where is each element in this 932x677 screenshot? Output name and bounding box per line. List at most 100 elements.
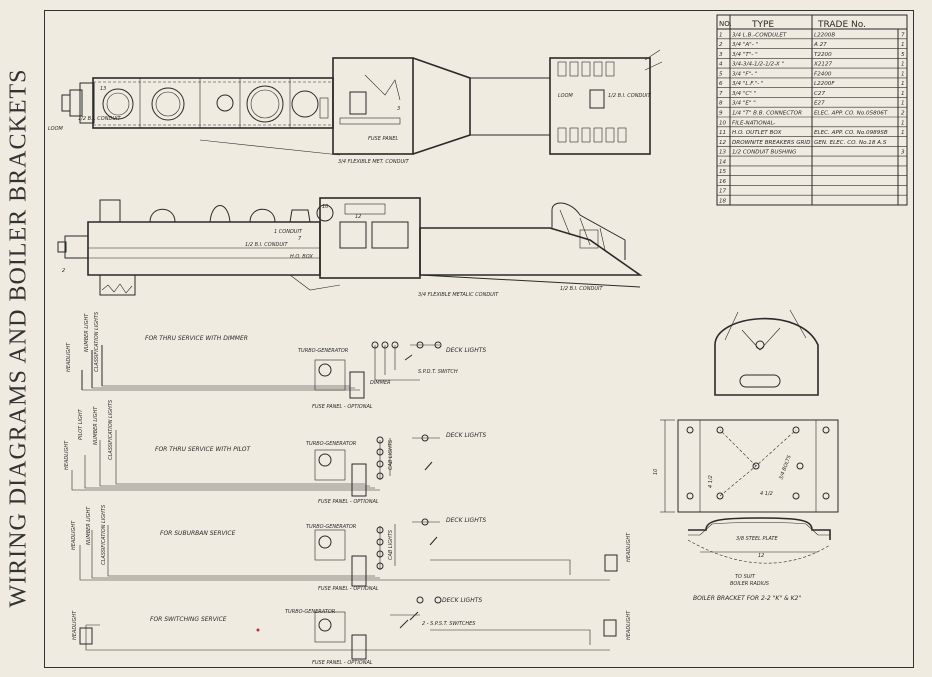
top-loom-label: LOOM [48,126,64,132]
c3-rear: HEADLIGHT [626,532,632,562]
table-cell-qty: 5 [901,52,905,58]
table-cell-qty: 1 [901,120,905,126]
table-cell-trade: C27 [814,91,825,97]
table-cell-type: 3/4-3/4-1/2-1/2-X " [732,62,784,68]
table-cell-trade: A 27 [813,42,827,48]
c2-headlight: HEADLIGHT [64,440,70,470]
table-cell-qty: 1 [901,130,905,136]
circuit-pilot: HEADLIGHT PILOT LIGHT NUMBER LIGHT CLASS… [64,399,486,505]
c3-headlight: HEADLIGHT [71,520,77,550]
bracket-dim-4a: 4 1/2 [708,475,714,488]
table-cell-type: 3/4 "A"- " [732,42,759,48]
boiler-bracket: 10 4 1/2 4 1/2 3/4 BOLTS 3/8 STEEL PLATE… [653,419,839,602]
side-7: 7 [298,236,302,242]
table-cell-no: 16 [719,179,727,185]
locomotive-side-view: 1 CONDUIT 1/2 B.I. CONDUIT H.O. BOX 3/4 … [57,197,643,298]
table-cell-no: 7 [719,91,723,97]
table-cell-type: H.O. OUTLET BOX [732,130,782,136]
c2-fuse: FUSE PANEL - OPTIONAL [318,499,379,505]
c2-turbo: TURBO-GENERATOR [306,441,356,447]
table-cell-qty: 1 [901,91,905,97]
top-3-label: 3 [397,106,400,112]
table-cell-no: 11 [719,130,726,136]
c1-dimmer: DIMMER [370,380,391,386]
table-cell-type: 3/4 "E" " [732,101,756,107]
c3-class: CLASSIFICATION LIGHTS [101,504,107,565]
table-cell-qty: 1 [901,81,905,87]
table-cell-no: 6 [719,81,723,87]
bracket-suit: TO SUIT [735,574,756,580]
table-cell-no: 12 [719,140,727,146]
table-cell-no: 15 [719,169,727,175]
side-10: 10 [322,204,328,210]
c2-class: CLASSIFICATION LIGHTS [108,399,114,460]
boiler-front-view [714,309,819,396]
table-cell-no: 4 [719,62,723,68]
top-conduit-label: 1/2 B.I. CONDUIT [78,116,121,122]
table-cell-trade: T2200 [814,52,832,58]
table-cell-type: 1/4 "T" B.B. CONNECTOR [732,111,802,117]
c2-deck: DECK LIGHTS [446,432,486,439]
side-bi: 1/2 B.I. CONDUIT [560,286,603,292]
circuit-dimmer: HEADLIGHT NUMBER LIGHT CLASSIFICATION LI… [66,311,486,410]
table-cell-trade: X2127 [813,62,833,68]
table-cell-trade: ELEC. APP. CO. No.05806T [814,111,888,117]
c4-rear: HEADLIGHT [626,610,632,640]
header-no: NO. [719,20,732,28]
c1-class: CLASSIFICATION LIGHTS [94,311,100,372]
sheet-border [44,10,914,668]
c4-deck: DECK LIGHTS [442,597,482,604]
table-cell-trade: E27 [814,101,825,107]
table-cell-no: 1 [719,32,723,38]
c2-number: NUMBER LIGHT [93,406,99,445]
table-cell-no: 18 [719,199,727,205]
circuit-switching: HEADLIGHT FOR SWITCHING SERVICE TURBO-GE… [72,596,632,666]
c4-headlight: HEADLIGHT [72,610,78,640]
header-type: TYPE [751,20,774,30]
c1-switch: S.P.D.T. SWITCH [418,369,458,375]
c3-turbo: TURBO-GENERATOR [306,524,356,530]
c1-fuse: FUSE PANEL - OPTIONAL [312,404,373,410]
table-cell-qty: 2 [901,111,905,117]
red-ink-dot [256,628,260,632]
table-cell-trade: L2200B [814,32,835,38]
table-cell-no: 9 [719,111,723,117]
c2-cab: CAB LIGHTS [388,439,394,470]
bracket-dim-12: 12 [758,553,764,559]
side-flex: 3/4 FLEXIBLE METALIC CONDUIT [418,292,499,298]
table-cell-qty: 7 [901,32,905,38]
c4-fuse: FUSE PANEL - OPTIONAL [312,660,373,666]
c4-service: FOR SWITCHING SERVICE [150,616,227,623]
side-2: 2 [62,268,65,274]
c4-switches: 2 - S.P.S.T. SWITCHES [422,621,476,627]
top-conduit2-label: 1/2 B.I. CONDUIT [608,93,651,99]
c1-headlight: HEADLIGHT [66,342,72,372]
c4-turbo: TURBO-GENERATOR [285,609,335,615]
bracket-radius: BOILER RADIUS [730,581,770,587]
bracket-plate: 3/8 STEEL PLATE [736,536,778,542]
side-conduit-a: 1 CONDUIT [274,229,303,235]
side-conduit-b: 1/2 B.I. CONDUIT [245,242,288,248]
c3-number: NUMBER LIGHT [86,506,92,545]
c2-pilot: PILOT LIGHT [78,408,84,440]
c1-number: NUMBER LIGHT [84,313,90,352]
c1-service: FOR THRU SERVICE WITH DIMMER [145,335,248,342]
bracket-dim-4b: 4 1/2 [760,491,773,497]
table-cell-type: 3/4 "F"- " [732,71,758,77]
top-loom2-label: LOOM [558,93,574,99]
table-cell-qty: 3 [901,150,905,156]
c3-service: FOR SUBURBAN SERVICE [160,530,236,537]
table-cell-type: 3/4 "T"- " [732,52,758,58]
c2-service: FOR THRU SERVICE WITH PILOT [155,446,251,453]
side-hobox: H.O. BOX [290,254,313,260]
table-cell-no: 14 [719,159,727,165]
bracket-bolts: 3/4 BOLTS [778,454,793,481]
table-cell-qty: 1 [901,71,905,77]
table-cell-trade: L2200F [814,81,835,87]
header-trade: TRADE No. [817,20,866,30]
locomotive-top-view: LOOM 1/2 B.I. CONDUIT 13 FUSE PANEL 3/4 … [48,49,663,165]
bracket-caption: BOILER BRACKET FOR 2-2 "K" & K2" [693,595,801,602]
